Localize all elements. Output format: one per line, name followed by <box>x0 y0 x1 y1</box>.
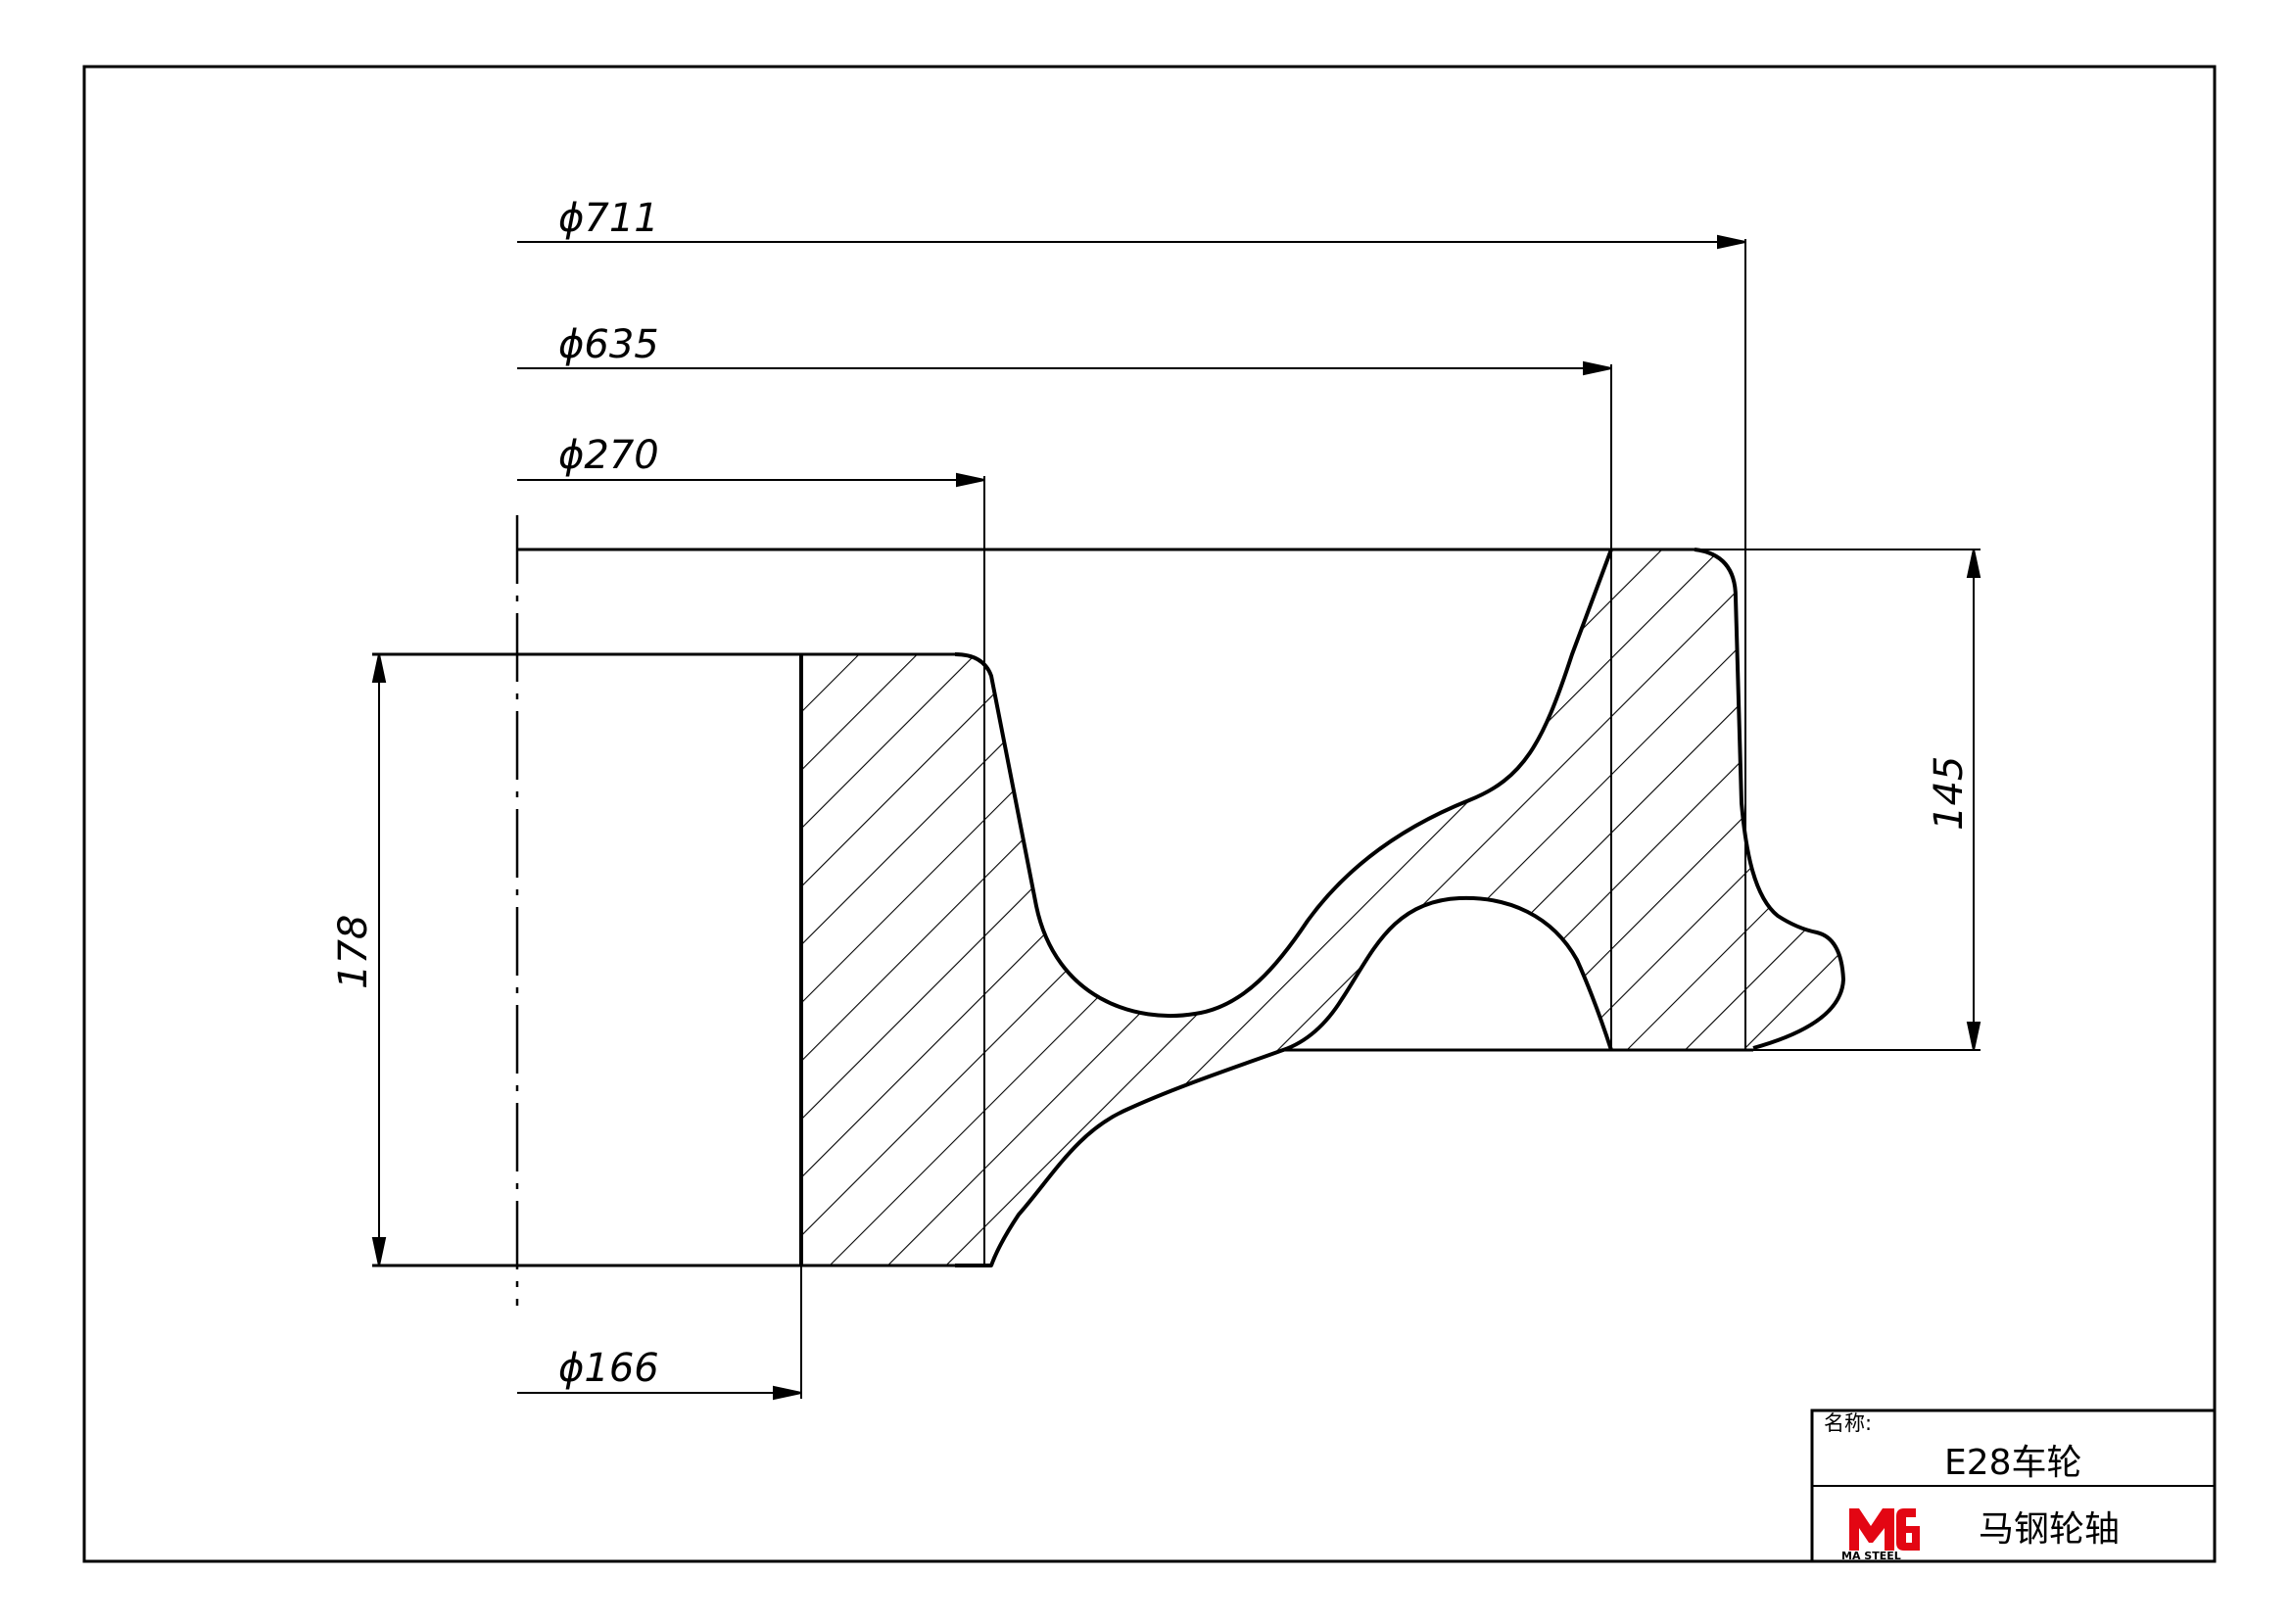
dim-diameter-711: ϕ711 <box>558 196 659 241</box>
company-logo: MA STEEL <box>1841 1508 1920 1562</box>
dim-height-145: 145 <box>1927 756 1972 831</box>
logo-text: MA STEEL <box>1841 1550 1901 1562</box>
dimension-lines <box>371 234 1981 1401</box>
part-name: E28车轮 <box>1944 1443 2082 1483</box>
title-block: 名称: E28车轮 马钢轮轴 MA STEEL <box>1810 1409 2217 1563</box>
dim-diameter-635: ϕ635 <box>558 322 659 367</box>
extension-lines <box>800 239 1981 1399</box>
dim-height-178: 178 <box>331 915 376 989</box>
hub-section <box>799 654 991 1267</box>
section-outline <box>372 548 1845 1267</box>
sheet-border <box>82 65 2217 1563</box>
company-name: 马钢轮轴 <box>1979 1509 2120 1550</box>
dim-diameter-270: ϕ270 <box>558 433 659 478</box>
name-label: 名称: <box>1824 1411 1872 1435</box>
dim-diameter-166: ϕ166 <box>558 1346 659 1391</box>
web-rim-section <box>984 549 1843 1266</box>
